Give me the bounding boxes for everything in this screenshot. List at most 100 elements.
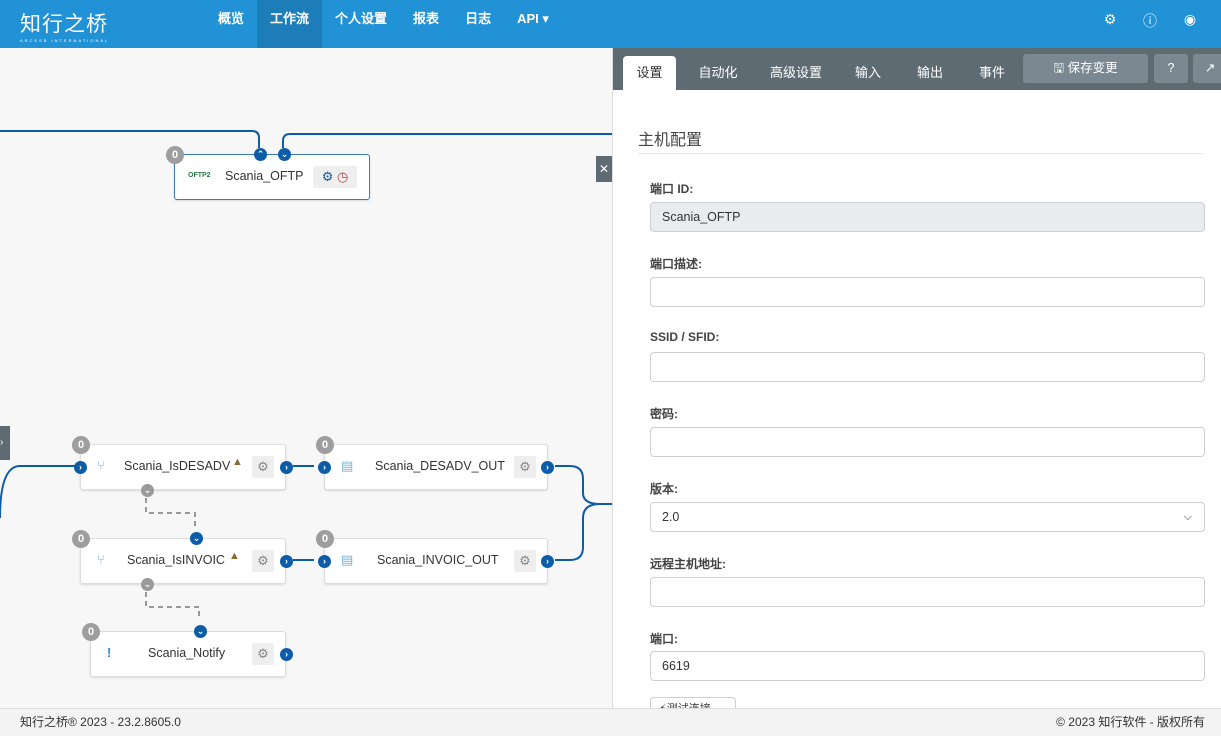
port-up-icon[interactable]: ⌃ [254,148,267,161]
tab-settings[interactable]: 设置 [623,56,676,90]
description-field[interactable] [650,277,1205,307]
logo-subtext: ARCESB INTERNATIONAL [20,38,110,43]
port-out-icon[interactable]: › [541,555,554,568]
tab-output[interactable]: 输出 [916,65,943,80]
port-out-icon[interactable]: › [280,461,293,474]
remote-host-field[interactable] [650,577,1205,607]
nav-api[interactable]: API ▾ [517,11,549,26]
settings-panel: 设置 自动化 高级设置 输入 输出 事件 🖫 保存变更 ? ↗ 主机配置 端口 … [612,48,1221,708]
main-nav: 概览 工作流 个人设置 报表 日志 API ▾ [205,0,562,48]
gear-icon[interactable]: ⚙ [252,643,274,665]
password-label: 密码: [650,407,678,421]
nav-logs[interactable]: 日志 [465,11,492,26]
notify-icon: ! [107,645,112,660]
save-icon: 🖫 [1053,61,1065,75]
nav-workflow[interactable]: 工作流 [257,0,323,48]
divider [638,153,1203,154]
node-name: Scania_IsDESADV [124,459,231,473]
branch-icon: ⑂ [97,458,105,473]
count-badge: 0 [72,436,90,454]
nav-profile[interactable]: 个人设置 [335,11,388,26]
node-name: Scania_DESADV_OUT [375,459,505,473]
port-down-icon[interactable]: ⌄ [141,578,154,591]
port-down-icon[interactable]: ⌄ [141,484,154,497]
open-external-button[interactable]: ↗ [1193,54,1221,83]
clock-icon[interactable]: ◷ [336,169,349,184]
logo[interactable]: 知行之桥 ARCESB INTERNATIONAL [20,8,109,43]
warning-icon: ▲ [229,550,240,562]
port-label: 端口: [650,632,678,646]
port-top-icon[interactable]: ⌄ [190,532,203,545]
port-out-icon[interactable]: › [280,555,293,568]
port-out-icon[interactable]: › [541,461,554,474]
port-down-icon[interactable]: ⌄ [278,148,291,161]
port-in-icon[interactable]: › [74,461,87,474]
x12-file-icon: ▤ [341,552,354,567]
logo-text: 知行之桥 [20,13,108,36]
port-out-icon[interactable]: › [280,648,293,661]
count-badge: 0 [82,623,100,641]
connector-left [0,465,75,519]
node-scania-isinvoic[interactable]: 0 ⑂ Scania_IsINVOIC ▲ ⚙ ⌄ › ⌄ [72,530,293,591]
top-header: 知行之桥 ARCESB INTERNATIONAL 概览 工作流 个人设置 报表 … [0,0,1221,48]
workflow-canvas[interactable]: ✕ › 0 OFTP2 Scania_OFTP ⚙ ◷ ⌃ ⌄ 0 ⑂ Scan… [0,48,612,708]
user-icon[interactable]: ◉ [1183,11,1197,27]
save-button[interactable]: 🖫 保存变更 [1023,54,1148,83]
nav-reports[interactable]: 报表 [413,11,440,26]
remote-host-label: 远程主机地址: [650,557,726,571]
dashed-connector-2 [145,592,200,619]
node-scania-invoic-out[interactable]: 0 ▤ Scania_INVOIC_OUT ⚙ › › [316,530,554,584]
tab-input[interactable]: 输入 [854,65,881,80]
connectors [0,130,612,619]
port-id-field[interactable]: Scania_OFTP [650,202,1205,232]
test-connection-button[interactable]: ⚡测试连接 [650,697,736,708]
branch-icon: ⑂ [97,552,105,567]
node-name: Scania_IsINVOIC [127,553,225,567]
tab-automation[interactable]: 自动化 [698,65,738,80]
oftp2-icon: OFTP2 [188,172,211,179]
count-badge: 0 [72,530,90,548]
node-scania-isdesadv[interactable]: 0 ⑂ Scania_IsDESADV ▲ ⚙ › › ⌄ [72,436,293,497]
connector-in-top [0,130,260,148]
expand-sidebar-handle[interactable]: › [0,426,10,460]
help-icon[interactable]: ⓘ [1143,13,1157,29]
node-name: Scania_INVOIC_OUT [377,553,499,567]
ssid-field[interactable] [650,352,1205,382]
gear-icon[interactable]: ⚙ [514,550,536,572]
port-in-icon[interactable]: › [318,461,331,474]
node-scania-notify[interactable]: 0 ! Scania_Notify ⚙ ⌄ › [82,623,293,677]
port-in-icon[interactable]: › [318,555,331,568]
save-label: 保存变更 [1067,61,1118,75]
panel-tabs: 设置 自动化 高级设置 输入 输出 事件 🖫 保存变更 ? ↗ [613,48,1221,90]
node-scania-desadv-out[interactable]: 0 ▤ Scania_DESADV_OUT ⚙ › › [316,436,554,490]
chevron-down-icon: ⌵ [1183,511,1192,523]
gear-icon[interactable]: ⚙ [514,456,536,478]
count-badge: 0 [316,530,334,548]
gear-icon[interactable]: ⚙ [252,550,274,572]
external-link-icon: ↗ [1204,61,1216,75]
version-label: 版本: [650,482,678,496]
gear-icon[interactable]: ⚙ [321,169,334,184]
gear-icon[interactable]: ⚙ [1103,11,1117,27]
x12-file-icon: ▤ [341,458,354,473]
tab-events[interactable]: 事件 [978,65,1005,80]
help-button[interactable]: ? [1154,54,1188,83]
password-field[interactable] [650,427,1205,457]
port-field[interactable]: 6619 [650,651,1205,681]
close-panel-button[interactable]: ✕ [596,156,612,182]
description-label: 端口描述: [650,257,702,271]
tab-advanced[interactable]: 高级设置 [769,65,822,80]
connector-merge2 [555,503,601,561]
port-top-icon[interactable]: ⌄ [194,625,207,638]
node-scania-oftp[interactable]: 0 OFTP2 Scania_OFTP ⚙ ◷ ⌃ ⌄ [166,146,370,200]
footer-version: 知行之桥® 2023 - 23.2.8605.0 [20,715,181,729]
dashed-connector-1 [145,498,196,526]
count-badge: 0 [166,146,184,164]
version-value: 2.0 [662,510,680,524]
footer: 知行之桥® 2023 - 23.2.8605.0 © 2023 知行软件 - 版… [0,708,1221,736]
gear-icon[interactable]: ⚙ [252,456,274,478]
version-select[interactable]: 2.0 ⌵ [650,502,1205,532]
node-settings[interactable]: ⚙ ◷ [313,166,357,188]
count-badge: 0 [316,436,334,454]
nav-overview[interactable]: 概览 [218,11,245,26]
